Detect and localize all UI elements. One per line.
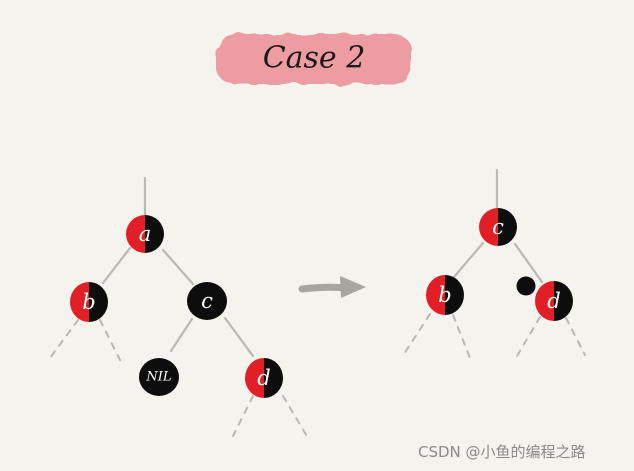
left-tree: a b c NIL d <box>49 176 309 439</box>
watermark-text: CSDN @小鱼的编程之路 <box>418 443 586 461</box>
left-edge-a-c <box>161 248 195 286</box>
left-node-nil: NIL <box>139 358 179 396</box>
left-edge-c-nil <box>169 317 194 353</box>
right-edge-c-d <box>513 242 544 284</box>
left-edge-c-d <box>223 316 255 358</box>
right-tree: c b d <box>403 168 586 359</box>
right-node-d-label: d <box>547 289 560 313</box>
right-d-left-dash <box>516 316 541 357</box>
right-node-d: d <box>535 281 573 321</box>
right-node-c-label: c <box>492 215 504 239</box>
left-node-c: c <box>187 282 227 320</box>
left-node-b: b <box>70 282 108 322</box>
right-b-right-dash <box>452 314 471 359</box>
right-node-b: b <box>426 275 464 315</box>
right-b-left-dash <box>403 313 431 355</box>
title-highlight <box>216 34 412 84</box>
left-node-a-label: a <box>139 222 152 246</box>
left-b-left-dash <box>49 319 79 359</box>
left-node-nil-label: NIL <box>145 370 171 385</box>
left-node-a: a <box>126 215 164 253</box>
left-node-b-label: b <box>82 290 95 314</box>
left-node-d-label: d <box>257 366 270 390</box>
left-node-d: d <box>245 358 283 398</box>
left-b-right-dash <box>99 319 122 363</box>
diagram-title: Case 2 <box>263 41 366 76</box>
transform-arrow <box>298 276 366 298</box>
right-d-right-dash <box>565 317 586 356</box>
right-node-b-label: b <box>438 283 451 307</box>
right-node-c: c <box>479 208 517 246</box>
right-edge-c-b <box>452 241 485 279</box>
left-d-left-dash <box>232 395 254 437</box>
left-d-right-dash <box>282 395 309 439</box>
left-node-c-label: c <box>201 289 213 313</box>
left-edge-a-b <box>101 246 132 285</box>
right-extra-black-dot <box>516 276 536 296</box>
